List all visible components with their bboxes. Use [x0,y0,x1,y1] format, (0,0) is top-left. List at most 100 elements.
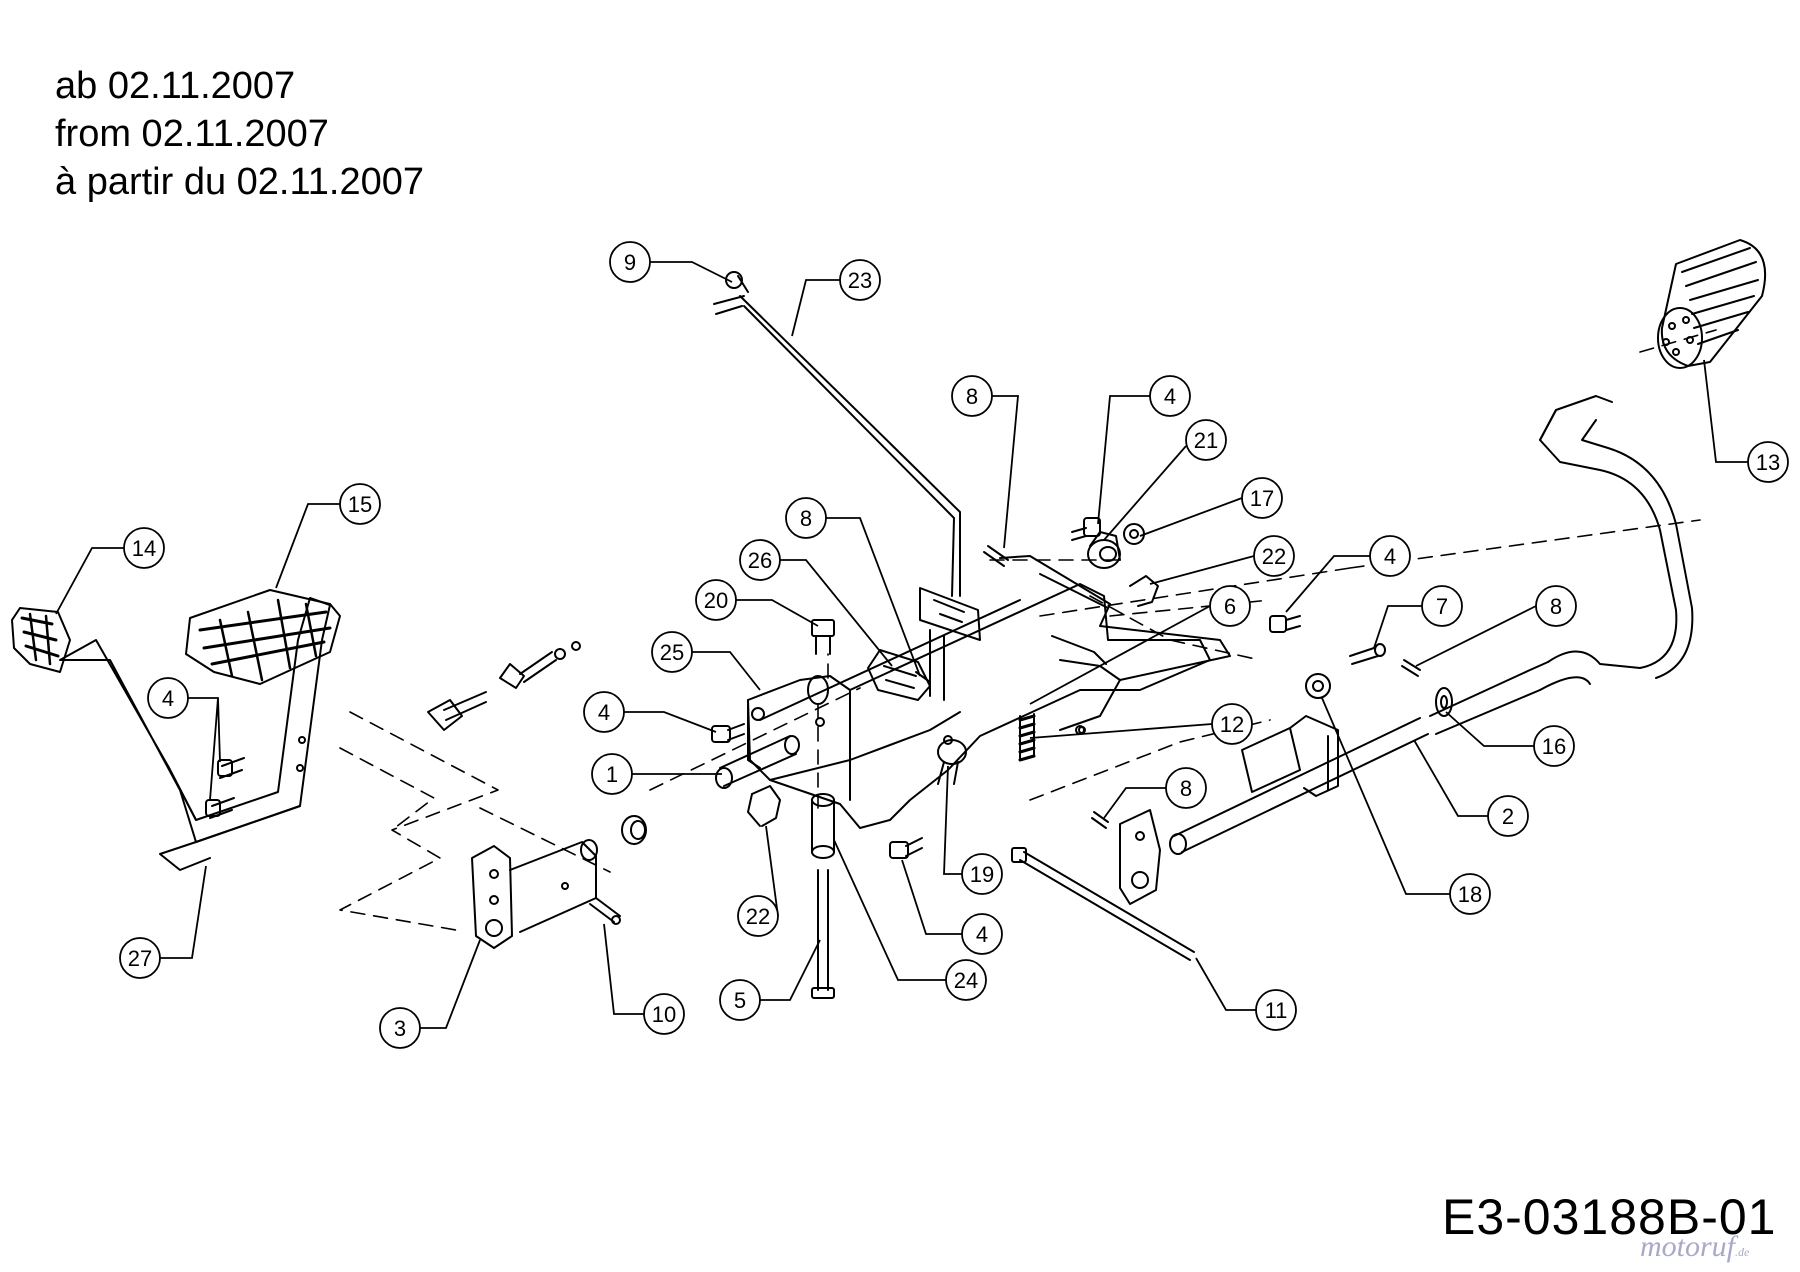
leader-c10 [603,923,644,1015]
callout-circle [951,375,993,417]
bolt-4b [1269,615,1301,633]
drawing-code: E3-03188B-01 [1442,1189,1777,1245]
cotter-7 [1349,643,1386,665]
validity-line-de: ab 02.11.2007 [55,65,296,107]
callout-c21: 21 [1185,419,1227,461]
tube-24 [811,793,835,859]
callout-number: 2 [1502,804,1514,829]
bolt-4a [1071,517,1101,541]
callout-circle [785,497,827,539]
leader-c7 [1373,605,1422,649]
callout-number: 8 [1180,776,1192,801]
callout-number: 25 [660,640,684,665]
callout-c25: 25 [651,631,693,673]
leader-c22a [1149,555,1255,585]
callout-c15: 15 [339,483,381,525]
leader-c5 [760,939,821,1001]
leader-c4c [624,711,717,733]
washer-18 [1305,673,1331,699]
rod-11 [1011,847,1195,961]
shaft-1 [715,735,800,789]
leader-c4b [1285,555,1370,613]
callout-c9: 9 [609,241,651,283]
callout-c18: 18 [1449,873,1491,915]
callout-number: 8 [966,384,978,409]
callout-number: 26 [748,548,772,573]
pedal-bracket-3 [471,839,598,949]
callout-c4b: 4 [1369,535,1411,577]
callout-c22b: 22 [737,895,779,937]
leader-c4e [901,859,962,935]
callout-circle [583,691,625,733]
validity-line-en: from 02.11.2007 [55,113,329,155]
callout-c8d: 8 [1165,767,1207,809]
callout-circle [339,483,381,525]
callout-c20: 20 [695,579,737,621]
leader-c16 [1445,711,1534,747]
upper-plate-6 [999,555,1231,734]
callout-number: 17 [1250,486,1274,511]
callout-c19: 19 [961,853,1003,895]
callout-circle [961,913,1003,955]
callout-circle [643,993,685,1035]
callout-circle [945,959,987,1001]
leader-c19 [943,765,962,875]
leader-c4a [1097,395,1150,525]
callout-circle [1209,585,1251,627]
callout-c4c: 4 [583,691,625,733]
callout-c10: 10 [643,993,685,1035]
callout-number: 22 [1262,544,1286,569]
cross-shaft-2 [1169,395,1694,855]
clip-22b [747,785,781,827]
callout-leaders [55,261,1748,1029]
callout-circle [1421,585,1463,627]
callout-circle [1241,477,1283,519]
callout-circle [1487,795,1529,837]
assembly-guide-lines [339,329,1717,931]
leader-c20 [736,599,819,627]
clip-22a [1129,575,1159,607]
callout-c8a: 8 [951,375,993,417]
leader-c23 [791,279,840,337]
callout-number: 4 [1164,384,1176,409]
callout-number: 4 [976,922,988,947]
bolt-4e [889,837,923,859]
lever-arm-lower [1119,809,1161,905]
callout-circle [1449,873,1491,915]
callout-circle [737,895,779,937]
leader-c2 [1413,739,1488,817]
linkage-clevis [427,641,581,731]
leader-c8b [1415,605,1537,667]
pedal-assembly [59,597,331,871]
callout-circle [147,677,189,719]
callout-number: 14 [132,536,156,561]
callout-c6: 6 [1209,585,1251,627]
callout-c1: 1 [591,753,633,795]
arm-bracket [1241,715,1339,797]
callout-number: 21 [1194,428,1218,453]
leader-c13 [1703,359,1748,463]
callout-c3: 3 [379,1007,421,1049]
callout-circle [1535,585,1577,627]
callout-c22a: 22 [1253,535,1295,577]
callout-circle [1253,535,1295,577]
callout-c16: 16 [1533,725,1575,767]
callout-circle [695,579,737,621]
callout-number: 13 [1756,450,1780,475]
callout-number: 11 [1265,998,1288,1023]
callout-number: 8 [1550,594,1562,619]
callout-number: 1 [606,762,618,787]
watermark-logo: motoruf.de [1640,1230,1749,1264]
pedal-pad-14 [11,607,71,673]
callout-circle [1185,419,1227,461]
leader-c8c [826,517,921,677]
clevis-pin-9 [713,271,749,315]
callout-number: 16 [1542,734,1566,759]
washer-16 [1435,687,1453,717]
leader-c24 [833,839,946,981]
callout-c4e: 4 [961,913,1003,955]
callout-number: 6 [1224,594,1236,619]
